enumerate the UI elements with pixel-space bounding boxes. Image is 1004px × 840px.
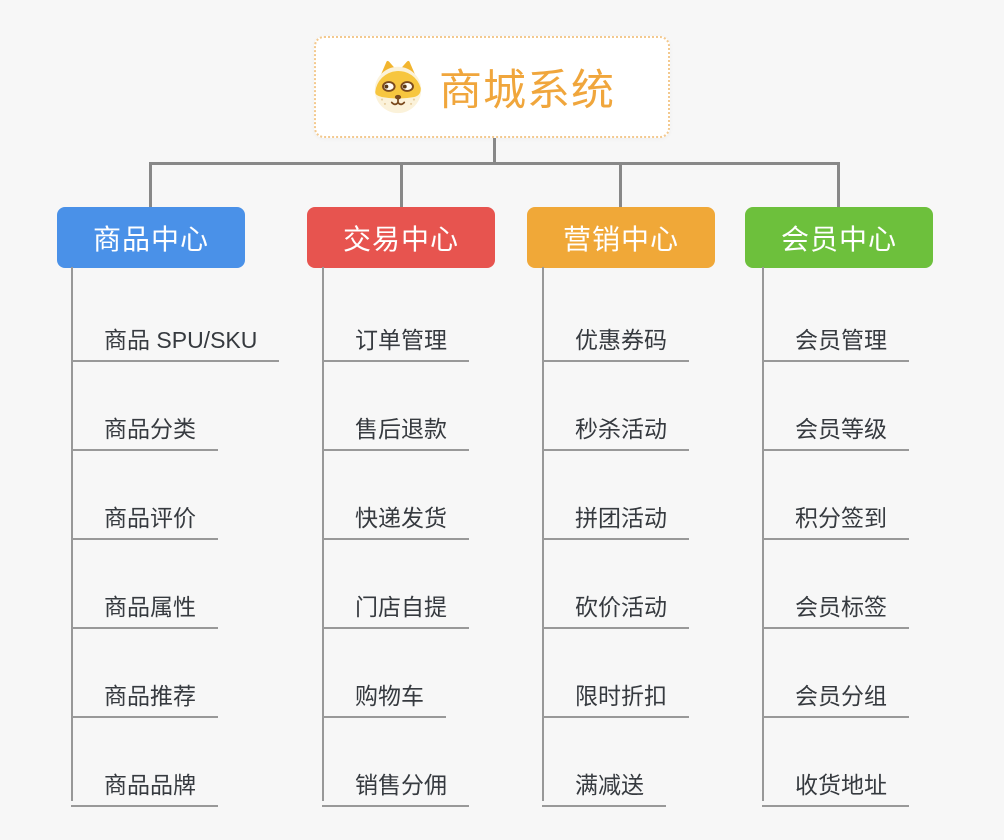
child-topic[interactable]: 订单管理 — [322, 315, 469, 362]
child-topic[interactable]: 商品 SPU/SKU — [71, 315, 280, 362]
child-topic[interactable]: 满减送 — [542, 760, 666, 807]
child-topic[interactable]: 会员管理 — [762, 315, 909, 362]
branch-trunk-line — [762, 267, 764, 801]
child-topic[interactable]: 会员等级 — [762, 404, 909, 451]
child-topic[interactable]: 售后退款 — [322, 404, 469, 451]
child-topic[interactable]: 商品分类 — [71, 404, 218, 451]
connector-branch-stub — [149, 162, 152, 207]
child-topic[interactable]: 限时折扣 — [542, 671, 689, 718]
child-topic[interactable]: 商品品牌 — [71, 760, 218, 807]
root-topic[interactable]: 商城系统 — [314, 36, 670, 138]
root-topic-title: 商城系统 — [439, 67, 615, 115]
branch-topic-label: 商品中心 — [92, 223, 209, 255]
connector-branch-stub — [619, 162, 622, 207]
branch-topic-member-center[interactable]: 会员中心 — [745, 207, 933, 268]
child-topic[interactable]: 秒杀活动 — [542, 404, 689, 451]
child-topic[interactable]: 优惠券码 — [542, 315, 689, 362]
connector-horizontal — [149, 162, 840, 165]
child-topic[interactable]: 会员分组 — [762, 671, 909, 718]
child-topic[interactable]: 会员标签 — [762, 582, 909, 629]
child-topic[interactable]: 收货地址 — [762, 760, 909, 807]
child-topic[interactable]: 商品属性 — [71, 582, 218, 629]
child-topic[interactable]: 商品评价 — [71, 493, 218, 540]
child-topic[interactable]: 商品推荐 — [71, 671, 218, 718]
branch-topic-label: 营销中心 — [562, 223, 679, 255]
child-topic[interactable]: 砍价活动 — [542, 582, 689, 629]
connector-branch-stub — [837, 162, 840, 207]
child-topic[interactable]: 销售分佣 — [322, 760, 469, 807]
branch-topic-trade-center[interactable]: 交易中心 — [307, 207, 495, 268]
connector-branch-stub — [400, 162, 403, 207]
branch-topic-label: 交易中心 — [342, 223, 459, 255]
connector-root-stub — [493, 138, 496, 164]
child-topic[interactable]: 门店自提 — [322, 582, 469, 629]
child-topic[interactable]: 购物车 — [322, 671, 446, 718]
child-topic[interactable]: 拼团活动 — [542, 493, 689, 540]
branch-trunk-line — [71, 267, 73, 801]
branch-topic-label: 会员中心 — [780, 223, 897, 255]
branch-topic-product-center[interactable]: 商品中心 — [57, 207, 245, 268]
branch-topic-marketing-center[interactable]: 营销中心 — [527, 207, 715, 268]
branch-trunk-line — [322, 267, 324, 801]
child-topic[interactable]: 积分签到 — [762, 493, 909, 540]
child-topic[interactable]: 快递发货 — [322, 493, 469, 540]
dog-face-icon — [374, 60, 422, 114]
branch-trunk-line — [542, 267, 544, 801]
